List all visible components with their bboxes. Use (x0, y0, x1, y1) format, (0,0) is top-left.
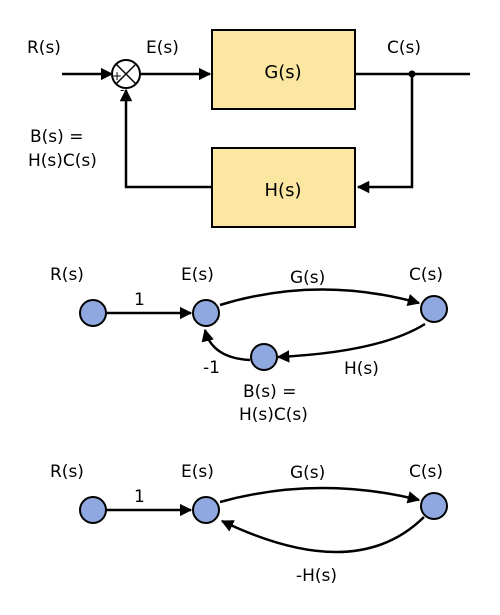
gain-re-label-2: 1 (134, 487, 145, 507)
edge-e-to-c-2 (219, 486, 421, 504)
node-c-2 (420, 492, 448, 520)
node-r-label: R(s) (50, 265, 84, 285)
gain-ec-label: G(s) (290, 268, 325, 288)
node-e (192, 299, 220, 327)
output-label: C(s) (387, 38, 421, 58)
forward-block-label: G(s) (264, 62, 301, 83)
gain-ce-label-2: -H(s) (296, 566, 337, 586)
forward-block-g (211, 29, 356, 110)
signal-flow-graph-2: R(s) E(s) C(s) 1 G(s) -H(s) (50, 462, 448, 586)
node-c (420, 295, 448, 323)
input-label: R(s) (27, 38, 61, 58)
edge-c-to-e-2 (220, 516, 425, 554)
gain-be-label: -1 (203, 358, 220, 378)
feedback-down-arrow (356, 74, 414, 194)
feedback-block-label: H(s) (265, 180, 302, 201)
node-c-label: C(s) (409, 265, 443, 285)
signal-flow-graph-1: R(s) E(s) C(s) 1 G(s) H(s) -1 B(s) = H(s… (50, 265, 448, 425)
feedback-signal-label-1: B(s) = (30, 127, 83, 147)
node-e-label-2: E(s) (181, 462, 214, 482)
gain-cb-label: H(s) (344, 359, 379, 379)
node-r-2 (79, 496, 107, 524)
node-c-label-2: C(s) (409, 462, 443, 482)
edge-c-to-b (276, 322, 426, 363)
node-b-label-1: B(s) = (243, 382, 296, 402)
gain-re-label: 1 (134, 290, 145, 310)
node-e-label: E(s) (181, 265, 214, 285)
edge-e-to-c (219, 288, 421, 307)
feedback-block-h (211, 147, 356, 228)
node-r-label-2: R(s) (50, 462, 84, 482)
error-label: E(s) (146, 38, 179, 58)
node-b (250, 343, 278, 371)
summing-junction-cross-b (115, 63, 137, 85)
node-e-2 (192, 496, 220, 524)
edge-b-to-e (201, 328, 251, 362)
sum-minus-sign: - (120, 83, 124, 97)
gain-ec-label-2: G(s) (290, 463, 325, 483)
node-b-label-2: H(s)C(s) (239, 405, 308, 425)
sum-plus-sign: + (112, 69, 122, 83)
block-diagram: + - G(s) H(s) R(s) E(s) C(s) B(s) = H(s)… (27, 29, 470, 228)
node-r (79, 299, 107, 327)
feedback-signal-label-2: H(s)C(s) (28, 151, 97, 171)
feedback-return-arrow (119, 88, 212, 189)
